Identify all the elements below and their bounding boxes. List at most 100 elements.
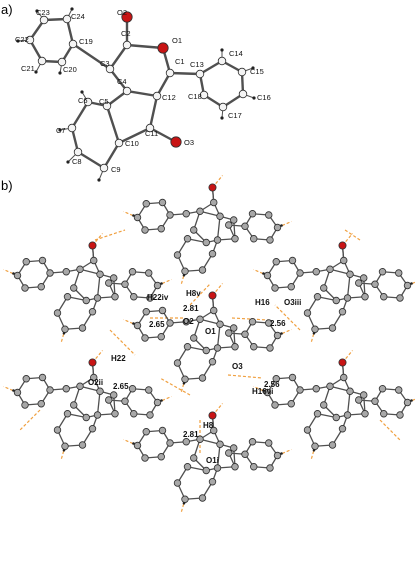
carbon-atom xyxy=(273,451,282,460)
atom-label-c2: C2 xyxy=(121,29,131,38)
carbon-atom xyxy=(303,426,312,434)
carbon-atom xyxy=(272,258,280,266)
carbon-atom xyxy=(272,375,280,383)
carbon-atom xyxy=(288,373,297,382)
packing-label-h8: H8 xyxy=(203,421,214,430)
carbon-atom xyxy=(61,325,69,333)
oxygen-atom xyxy=(88,241,97,250)
carbon-atom xyxy=(110,274,118,282)
carbon-atom xyxy=(296,386,304,394)
carbon-atom xyxy=(181,267,189,275)
packing-label-o3iii: O3iii xyxy=(284,298,301,307)
carbon-atom xyxy=(361,410,369,418)
carbon-atom xyxy=(346,270,354,278)
bond xyxy=(216,215,221,241)
carbon-atom xyxy=(198,374,207,382)
atom-label-c23: C23 xyxy=(36,8,50,17)
packing-label-o2ii: O2ii xyxy=(88,378,103,387)
carbon-atom xyxy=(208,478,217,486)
carbon-atom xyxy=(111,410,119,418)
carbon-atom xyxy=(371,280,379,288)
bond xyxy=(346,273,351,299)
carbon-atom xyxy=(111,293,119,301)
carbon-atom xyxy=(248,210,257,218)
hydrogen-bond xyxy=(94,229,126,241)
carbon-atom xyxy=(190,226,198,234)
carbon-atom xyxy=(198,494,207,502)
carbon-atom xyxy=(13,388,22,397)
atom-label-o3: O3 xyxy=(184,138,194,147)
bond xyxy=(216,323,221,349)
carbon-atom xyxy=(320,401,328,409)
carbon-atom xyxy=(225,221,233,229)
atom-label-c21: C21 xyxy=(21,64,35,73)
hydrogen-atom xyxy=(132,214,135,217)
carbon-atom xyxy=(403,398,412,407)
atom-label-c12: C12 xyxy=(162,93,176,102)
atom-label-o1: O1 xyxy=(172,36,182,45)
hydrogen-atom xyxy=(280,452,283,455)
carbon-atom xyxy=(213,236,222,244)
carbon-atom xyxy=(338,308,347,316)
carbon-atom xyxy=(230,444,238,452)
carbon-atom xyxy=(110,391,118,399)
carbon-atom xyxy=(158,198,167,207)
hydrogen-atom xyxy=(16,39,20,43)
hydrogen-bond xyxy=(379,419,401,441)
carbon-atom xyxy=(195,69,205,79)
carbon-atom xyxy=(202,346,210,355)
carbon-atom xyxy=(99,163,109,173)
carbon-atom xyxy=(46,269,54,277)
carbon-atom xyxy=(263,271,272,280)
carbon-atom xyxy=(396,411,404,419)
carbon-atom xyxy=(403,281,412,290)
carbon-atom xyxy=(141,334,149,342)
hydrogen-bond xyxy=(19,409,41,431)
bond xyxy=(198,59,224,76)
carbon-atom xyxy=(250,463,258,471)
carbon-atom xyxy=(216,320,224,328)
carbon-atom xyxy=(360,391,368,399)
carbon-atom xyxy=(142,308,150,316)
atom-label-c15: C15 xyxy=(250,67,264,76)
carbon-atom xyxy=(213,344,222,352)
carbon-atom xyxy=(166,319,174,327)
carbon-atom xyxy=(128,268,137,276)
carbon-atom xyxy=(63,293,72,301)
carbon-atom xyxy=(53,309,62,317)
atom-label-c9: C9 xyxy=(111,165,121,174)
carbon-atom xyxy=(225,329,233,337)
hydrogen-atom xyxy=(262,389,265,392)
carbon-atom xyxy=(210,426,218,435)
carbon-atom xyxy=(182,210,190,218)
hydrogen-atom xyxy=(58,128,62,132)
atom-label-c17: C17 xyxy=(228,111,242,120)
bond xyxy=(76,150,106,170)
carbon-atom xyxy=(231,235,239,243)
carbon-atom xyxy=(141,226,149,234)
hydrogen-atom xyxy=(312,448,316,452)
carbon-atom xyxy=(82,296,90,305)
carbon-atom xyxy=(225,449,233,457)
atom-label-c10: C10 xyxy=(125,139,139,148)
hydrogen-atom xyxy=(220,116,224,120)
atom-label-o2: O2 xyxy=(117,8,127,17)
carbon-atom xyxy=(266,236,274,244)
hydrogen-atom xyxy=(62,331,66,335)
hydrogen-atom xyxy=(80,90,84,94)
atom-label-c3: C3 xyxy=(100,59,110,68)
packing-label-o3: O3 xyxy=(232,362,243,371)
carbon-atom xyxy=(38,256,47,265)
hydrogen-atom xyxy=(58,71,62,75)
hydrogen-atom xyxy=(62,448,66,452)
hydrogen-atom xyxy=(70,7,74,11)
carbon-atom xyxy=(128,385,137,393)
carbon-atom xyxy=(183,235,192,243)
packing-label-d256b: 2.56 xyxy=(264,380,280,389)
carbon-atom xyxy=(182,318,190,326)
carbon-atom xyxy=(320,284,328,292)
packing-label-o2: O2 xyxy=(183,317,194,326)
carbon-atom xyxy=(210,198,218,207)
carbon-atom xyxy=(121,280,129,288)
carbon-atom xyxy=(153,398,162,407)
